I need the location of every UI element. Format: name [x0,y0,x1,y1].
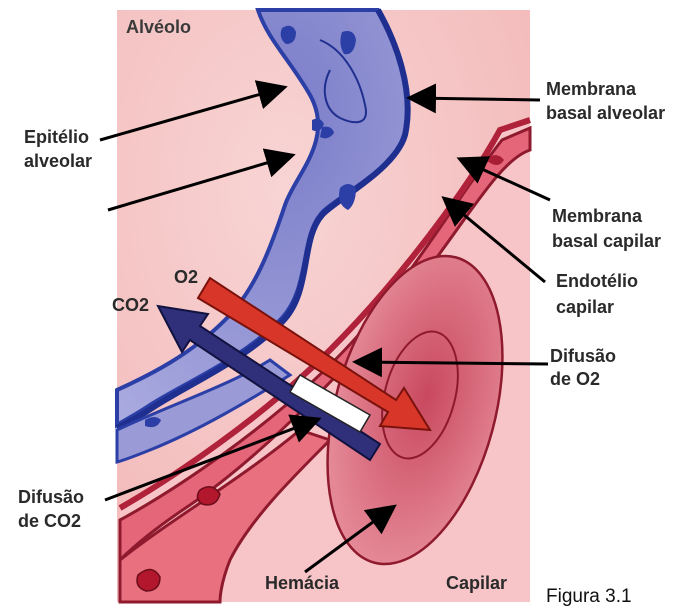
label-o2: O2 [174,266,198,288]
label-endotelio-2: capilar [556,296,614,318]
label-endotelio-1: Endotélio [556,270,638,292]
label-difusao-co2-1: Difusão [18,486,84,508]
pointer-difusao-o2 [358,362,548,364]
label-membrana-basal-capilar-2: basal capilar [552,230,661,252]
label-capilar: Capilar [446,572,507,594]
label-alveolo: Alvéolo [126,16,191,38]
label-difusao-o2-1: Difusão [550,345,616,367]
label-membrana-basal-capilar-1: Membrana [552,205,642,227]
lower-nucleus-2 [137,569,160,591]
label-membrana-basal-alveolar-1: Membrana [546,78,636,100]
label-membrana-basal-alveolar-2: basal alveolar [546,102,665,124]
label-difusao-o2-2: de O2 [550,368,600,390]
label-hemacia: Hemácia [265,572,339,594]
label-co2: CO2 [112,294,149,316]
pointer-membrana-basal-alveolar [412,98,540,100]
label-difusao-co2-2: de CO2 [18,510,81,532]
label-epitelio-2: alveolar [24,150,92,172]
label-epitelio-1: Epitélio [24,126,89,148]
